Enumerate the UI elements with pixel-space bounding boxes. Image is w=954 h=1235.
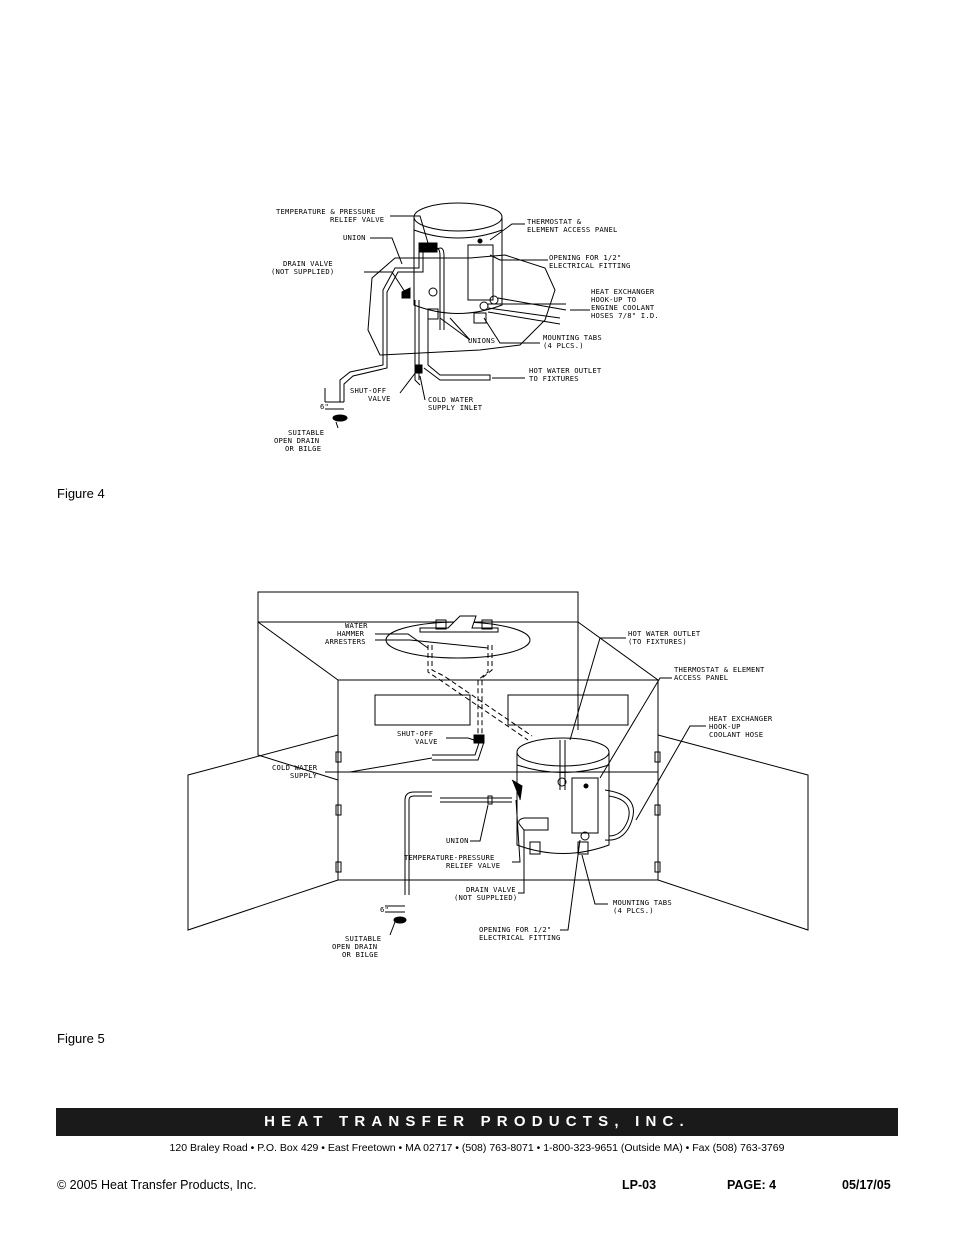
label-opening-2: ELECTRICAL FITTING [479,933,561,942]
label-hx-1: HEAT EXCHANGER [709,714,773,723]
figure4-mounting-tab [473,312,487,324]
label-unions: UNIONS [468,336,495,345]
figure4-caption: Figure 4 [57,486,105,501]
label-shutoff-2: VALVE [415,737,438,746]
label-shutoff-1: SHUT-OFF [397,729,433,738]
label-tp-relief-2: RELIEF VALVE [330,215,384,224]
label-hx-4: HOSES 7/8" I.D. [591,311,659,320]
company-address: 120 Braley Road • P.O. Box 429 • East Fr… [169,1142,785,1154]
label-union: UNION [446,836,469,845]
label-hot-2: (TO FIXTURES) [628,637,687,646]
label-thermostat-2: ELEMENT ACCESS PANEL [527,225,618,234]
label-hx-2: HOOK-UP [709,722,741,731]
doc-date: 05/17/05 [842,1178,891,1192]
figure5-labels: WATER HAMMER ARRESTERS HOT WATER OUTLET … [272,621,773,959]
figure4-mounting-tab [427,308,439,320]
label-opening-1: OPENING FOR 1/2" [549,253,621,262]
figure4-access-panel [467,244,494,301]
label-mount-2: (4 PLCS.) [613,906,654,915]
label-hx-2: HOOK-UP TO [591,295,636,304]
figure5-mounting-tab [529,841,541,855]
copyright: © 2005 Heat Transfer Products, Inc. [57,1178,257,1192]
figure4-drain-valve [401,287,411,299]
label-wha-1: WATER [345,621,368,630]
label-cold-2: SUPPLY [290,771,318,780]
label-hot-1: HOT WATER OUTLET [529,366,602,375]
label-union: UNION [343,233,366,242]
figure5-tank-top [516,737,610,767]
figure4-tank-top [413,202,503,232]
label-open-drain-3: OR BILGE [285,444,321,453]
figure5-drawer [507,694,629,726]
label-open-drain-2: OPEN DRAIN [332,942,377,951]
label-opening-1: OPENING FOR 1/2" [479,925,551,934]
figure5-drain-spot [393,916,407,924]
figure5-drain-valve [518,817,549,831]
figure4-tank-body [413,217,503,314]
figure5-right-door [657,734,809,931]
figure5-relief-valve [511,779,523,801]
label-drain-1: DRAIN VALVE [466,885,516,894]
figure5-left-door [187,734,339,931]
figure5-coolant-hose [604,789,634,841]
label-wha-3: ARRESTERS [325,637,366,646]
label-open-drain-1: SUITABLE [345,934,381,943]
label-mount-1: MOUNTING TABS [613,898,672,907]
label-drain-2: (NOT SUPPLIED) [271,267,334,276]
figure5-shutoff-valve [473,734,485,744]
label-drain-2: (NOT SUPPLIED) [454,893,517,902]
figure5-faucet [419,615,499,633]
figure5-caption: Figure 5 [57,1031,105,1046]
label-hx-3: COOLANT HOSE [709,730,763,739]
label-thermostat-1: THERMOSTAT & ELEMENT [674,665,765,674]
label-hot-2: TO FIXTURES [529,374,579,383]
figure5-tank-body [516,752,610,854]
label-hx-1: HEAT EXCHANGER [591,287,655,296]
label-cold-1: COLD WATER [272,763,318,772]
label-six-inch: 6" [380,905,389,914]
page-number: PAGE: 4 [727,1178,777,1192]
label-shutoff-1: SHUT-OFF [350,386,386,395]
figure4-drain-spot [332,414,348,422]
label-cold-1: COLD WATER [428,395,474,404]
label-open-drain-1: SUITABLE [288,428,324,437]
label-tp-relief-2: RELIEF VALVE [446,861,500,870]
label-mount-2: (4 PLCS.) [543,341,584,350]
figure4-labels: TEMPERATURE & PRESSURE RELIEF VALVE UNIO… [271,207,659,453]
label-wha-2: HAMMER [337,629,365,638]
figure5-drawer [374,694,471,726]
figure4-diagram [324,202,590,429]
label-hx-3: ENGINE COOLANT [591,303,655,312]
figure5-diagram [187,591,809,936]
figure5-mounting-tab [577,841,589,855]
figure4-relief-valve [418,242,438,253]
label-thermostat-2: ACCESS PANEL [674,673,728,682]
figure5-access-panel [571,777,599,834]
figure5-backsplash [257,591,579,623]
label-shutoff-2: VALVE [368,394,391,403]
label-tp-relief-1: TEMPERATURE & PRESSURE [276,207,376,216]
label-opening-2: ELECTRICAL FITTING [549,261,631,270]
label-tp-relief-1: TEMPERATURE-PRESSURE [404,853,495,862]
label-thermostat-1: THERMOSTAT & [527,217,582,226]
figure5-union [487,795,493,805]
label-six-inch: 6" [320,402,329,411]
figure4-mount-panel [367,254,556,356]
label-cold-2: SUPPLY INLET [428,403,483,412]
label-drain-1: DRAIN VALVE [283,259,333,268]
figure4-shutoff-valve [415,364,423,374]
label-mount-1: MOUNTING TABS [543,333,602,342]
doc-code: LP-03 [622,1178,657,1192]
label-hot-1: HOT WATER OUTLET [628,629,701,638]
figure5-cabinet [337,679,659,881]
company-banner: HEAT TRANSFER PRODUCTS, INC. [56,1108,898,1136]
figure4-coolant-hoses [487,297,567,319]
label-open-drain-3: OR BILGE [342,950,378,959]
label-open-drain-2: OPEN DRAIN [274,436,319,445]
